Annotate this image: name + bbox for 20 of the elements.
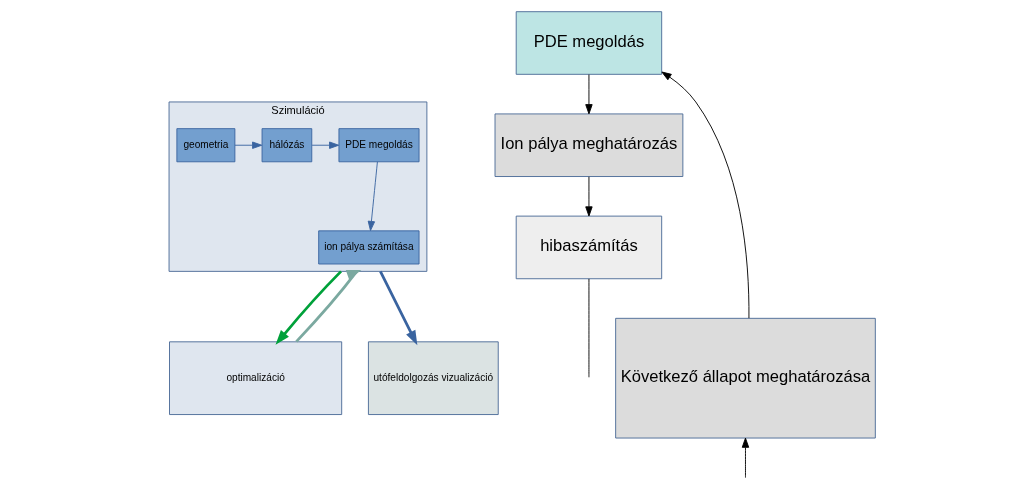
- node-box: ion pálya számítása: [317, 230, 419, 265]
- arrow: [378, 270, 417, 346]
- arrow: [275, 270, 342, 345]
- node-box: PDE megoldás: [515, 11, 662, 75]
- arrow: [584, 74, 593, 115]
- node-box: hálózás: [261, 128, 312, 163]
- arrow: [584, 176, 593, 217]
- node-box: PDE megoldás: [338, 128, 419, 163]
- arrow: [234, 141, 262, 149]
- node-box: Ion pálya meghatározás: [494, 113, 683, 177]
- arrow: [294, 270, 361, 343]
- node-box: geometria: [175, 128, 235, 163]
- node-box: utófeldolgozás vizualizáció: [367, 341, 499, 415]
- arrow: [367, 161, 378, 232]
- node-box: optimalizáció: [168, 341, 342, 415]
- node-box: hibaszámítás: [515, 215, 662, 280]
- arrow: [741, 437, 749, 479]
- arrow: [660, 71, 749, 319]
- arrow: [311, 141, 339, 149]
- node-box: Következő állapot meghatározása: [614, 317, 876, 439]
